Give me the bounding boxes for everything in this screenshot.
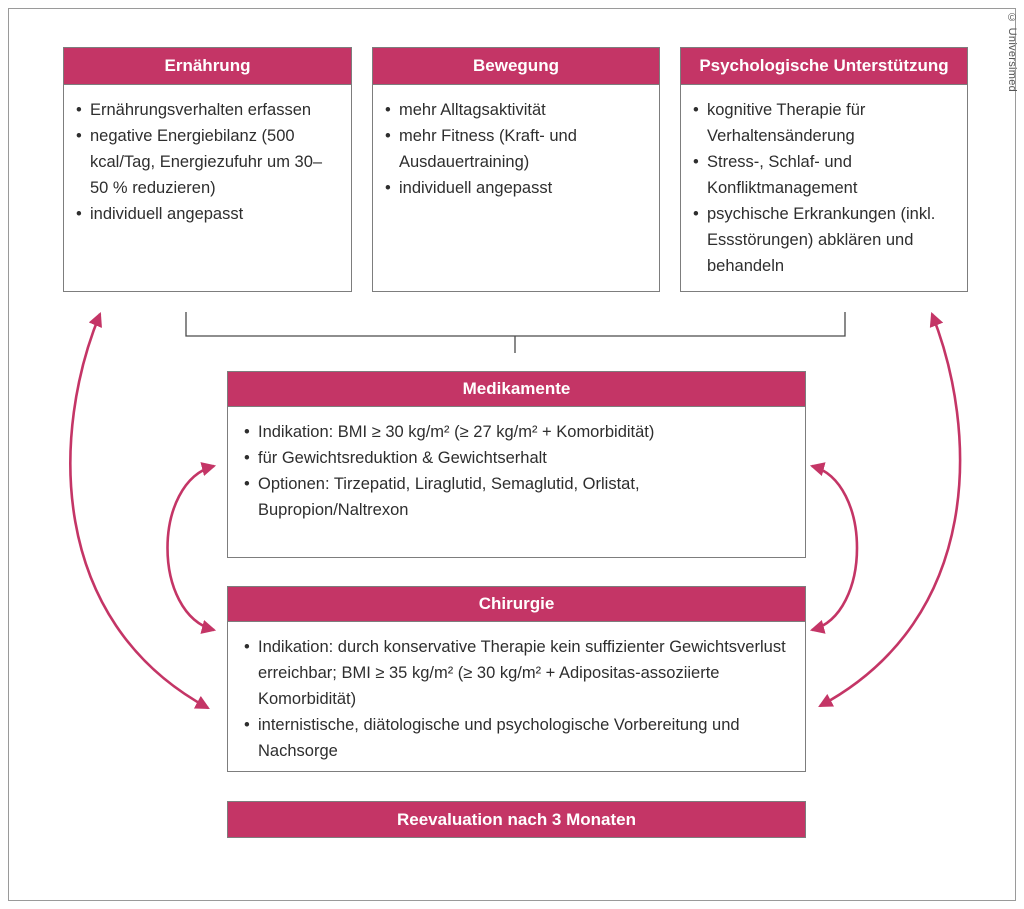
bullet-item: mehr Alltagsaktivität <box>383 97 647 123</box>
box-psych-body: kognitive Therapie für Verhaltensänderun… <box>680 85 968 292</box>
box-psychologische-unterstuetzung: Psychologische Unterstützung kognitive T… <box>680 47 968 292</box>
bullet-item: für Gewichtsreduktion & Gewichtserhalt <box>242 445 791 471</box>
bullet-list: Ernährungsverhalten erfassen negative En… <box>74 97 339 227</box>
bullet-list: Indikation: durch konservative Therapie … <box>242 634 791 764</box>
box-medikamente: Medikamente Indikation: BMI ≥ 30 kg/m² (… <box>227 371 806 558</box>
reevaluation-bar: Reevaluation nach 3 Monaten <box>227 801 806 838</box>
box-ernaehrung: Ernährung Ernährungsverhalten erfassen n… <box>63 47 352 292</box>
bullet-item: kognitive Therapie für Verhaltensänderun… <box>691 97 955 149</box>
box-medikamente-body: Indikation: BMI ≥ 30 kg/m² (≥ 27 kg/m² +… <box>227 407 806 558</box>
bullet-list: kognitive Therapie für Verhaltensänderun… <box>691 97 955 279</box>
bullet-item: Ernährungsverhalten erfassen <box>74 97 339 123</box>
box-ernaehrung-title: Ernährung <box>63 47 352 85</box>
box-ernaehrung-body: Ernährungsverhalten erfassen negative En… <box>63 85 352 292</box>
bullet-list: mehr Alltagsaktivität mehr Fitness (Kraf… <box>383 97 647 201</box>
box-bewegung-body: mehr Alltagsaktivität mehr Fitness (Kraf… <box>372 85 660 292</box>
box-bewegung-title: Bewegung <box>372 47 660 85</box>
bullet-item: psychische Erkrankungen (inkl. Essstörun… <box>691 201 955 279</box>
bullet-item: Indikation: durch konservative Therapie … <box>242 634 791 712</box>
bullet-item: individuell angepasst <box>74 201 339 227</box>
bullet-item: mehr Fitness (Kraft- und Ausdauertrainin… <box>383 123 647 175</box>
bullet-item: Indikation: BMI ≥ 30 kg/m² (≥ 27 kg/m² +… <box>242 419 791 445</box>
bullet-item: negative Energiebilanz (500 kcal/Tag, En… <box>74 123 339 201</box>
box-chirurgie-body: Indikation: durch konservative Therapie … <box>227 622 806 772</box>
box-medikamente-title: Medikamente <box>227 371 806 407</box>
bullet-item: individuell angepasst <box>383 175 647 201</box>
bullet-list: Indikation: BMI ≥ 30 kg/m² (≥ 27 kg/m² +… <box>242 419 791 523</box>
bullet-item: internistische, diätologische und psycho… <box>242 712 791 764</box>
copyright-text: © Universimed <box>1006 12 1018 93</box>
bullet-item: Stress-, Schlaf- und Konfliktmanagement <box>691 149 955 201</box>
box-psych-title: Psychologische Unterstützung <box>680 47 968 85</box>
box-chirurgie-title: Chirurgie <box>227 586 806 622</box>
outer-frame <box>8 8 1016 901</box>
bullet-item: Optionen: Tirzepatid, Liraglutid, Semagl… <box>242 471 791 523</box>
box-chirurgie: Chirurgie Indikation: durch konservative… <box>227 586 806 772</box>
box-bewegung: Bewegung mehr Alltagsaktivität mehr Fitn… <box>372 47 660 292</box>
